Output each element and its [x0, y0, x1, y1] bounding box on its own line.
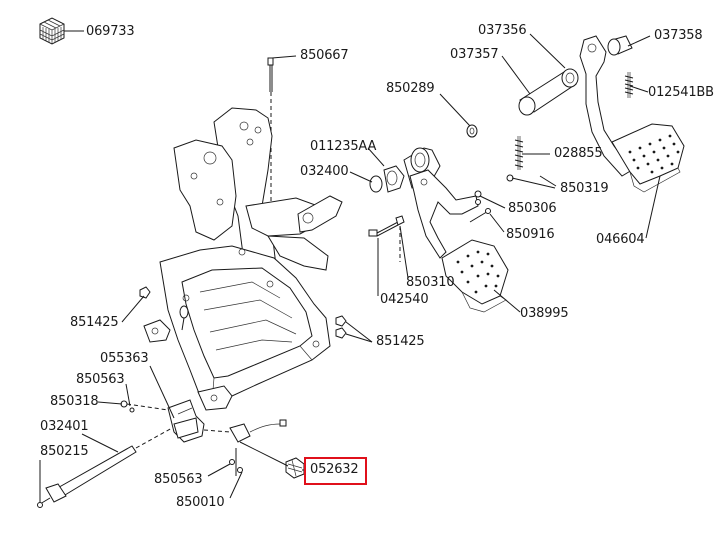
label-028855[interactable]: 028855	[554, 146, 603, 161]
label-850310[interactable]: 850310	[406, 275, 455, 290]
label-850215[interactable]: 850215	[40, 444, 89, 459]
label-052632-highlighted[interactable]: 052632	[310, 462, 359, 477]
label-038995[interactable]: 038995	[520, 306, 569, 321]
label-032401[interactable]: 032401	[40, 419, 89, 434]
label-850289[interactable]: 850289	[386, 81, 435, 96]
label-850667[interactable]: 850667	[300, 48, 349, 63]
label-850563-top[interactable]: 850563	[76, 372, 125, 387]
label-850319[interactable]: 850319	[560, 181, 609, 196]
label-850010[interactable]: 850010	[176, 495, 225, 510]
label-037357[interactable]: 037357	[450, 47, 499, 62]
label-037358[interactable]: 037358	[654, 28, 703, 43]
label-850563-bottom[interactable]: 850563	[154, 472, 203, 487]
label-850916[interactable]: 850916	[506, 227, 555, 242]
label-037356[interactable]: 037356	[478, 23, 527, 38]
label-055363[interactable]: 055363	[100, 351, 149, 366]
label-011235AA[interactable]: 011235AA	[310, 139, 377, 154]
part-069733-cube	[39, 17, 65, 45]
pad-046604-grip	[628, 134, 680, 174]
pedal-arms	[368, 35, 685, 313]
label-851425-left[interactable]: 851425	[70, 315, 119, 330]
label-046604[interactable]: 046604	[596, 232, 645, 247]
label-850318[interactable]: 850318	[50, 394, 99, 409]
main-bracket-frame	[143, 107, 343, 411]
label-032400[interactable]: 032400	[300, 164, 349, 179]
label-851425-right[interactable]: 851425	[376, 334, 425, 349]
label-012541BB[interactable]: 012541BB	[648, 85, 714, 100]
label-042540[interactable]: 042540	[380, 292, 429, 307]
lower-left-parts	[37, 286, 347, 508]
label-850306[interactable]: 850306	[508, 201, 557, 216]
pad-038995-grip	[456, 250, 500, 294]
leader-lines	[39, 30, 661, 502]
label-069733[interactable]: 069733	[86, 24, 135, 39]
